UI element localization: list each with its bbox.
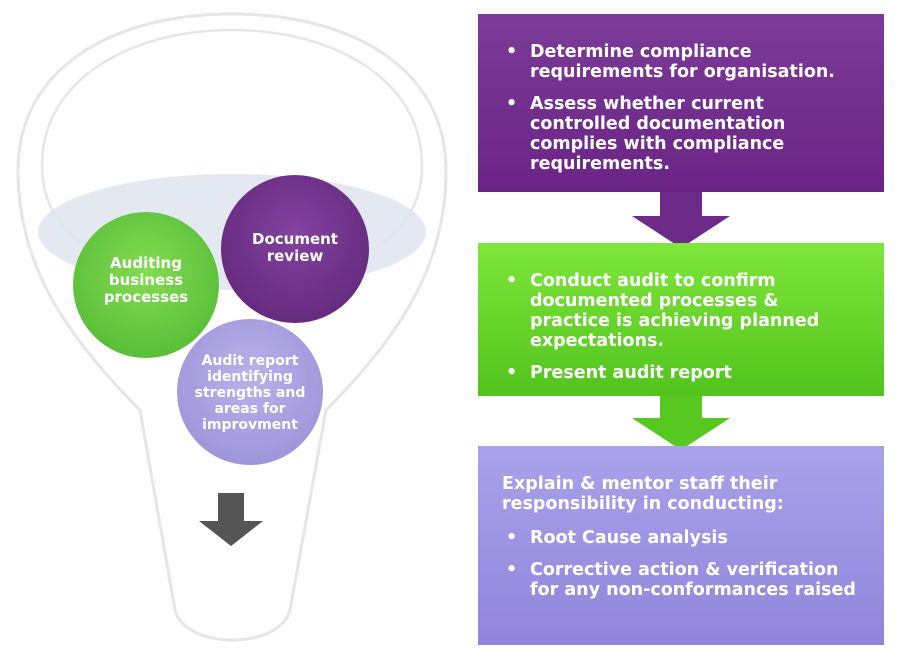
step-box-audit: Conduct audit to confirm documented proc… [478, 243, 884, 396]
bullet-present-report: Present audit report [506, 363, 860, 383]
bullet-corrective-action: Corrective action & verification for any… [506, 560, 860, 600]
circle-document-review [221, 175, 369, 323]
bullet-conduct-audit: Conduct audit to confirm documented proc… [506, 271, 860, 351]
bullet-root-cause: Root Cause analysis [506, 528, 860, 548]
mentor-intro-text: Explain & mentor staff their responsibil… [502, 474, 784, 514]
circle-audit-report [177, 319, 323, 465]
bullet-determine-compliance: Determine compliance requirements for or… [506, 42, 860, 82]
funnel-diagram [16, 12, 448, 642]
circle-auditing-business-processes [73, 212, 219, 358]
circle-audit-report-label: Audit report identifying strengths and a… [194, 353, 306, 433]
down-arrow-2 [632, 396, 730, 450]
circle-document-label: Document review [252, 230, 338, 265]
bullet-assess-documentation: Assess whether current controlled docume… [506, 94, 860, 174]
funnel-output-arrow [199, 493, 263, 546]
circle-auditing-label: Auditing business processes [103, 253, 189, 306]
step-box-mentor: Explain & mentor staff their responsibil… [478, 446, 884, 645]
down-arrow-1 [632, 192, 730, 248]
funnel-outline [16, 12, 448, 642]
step-box-compliance: Determine compliance requirements for or… [478, 14, 884, 192]
